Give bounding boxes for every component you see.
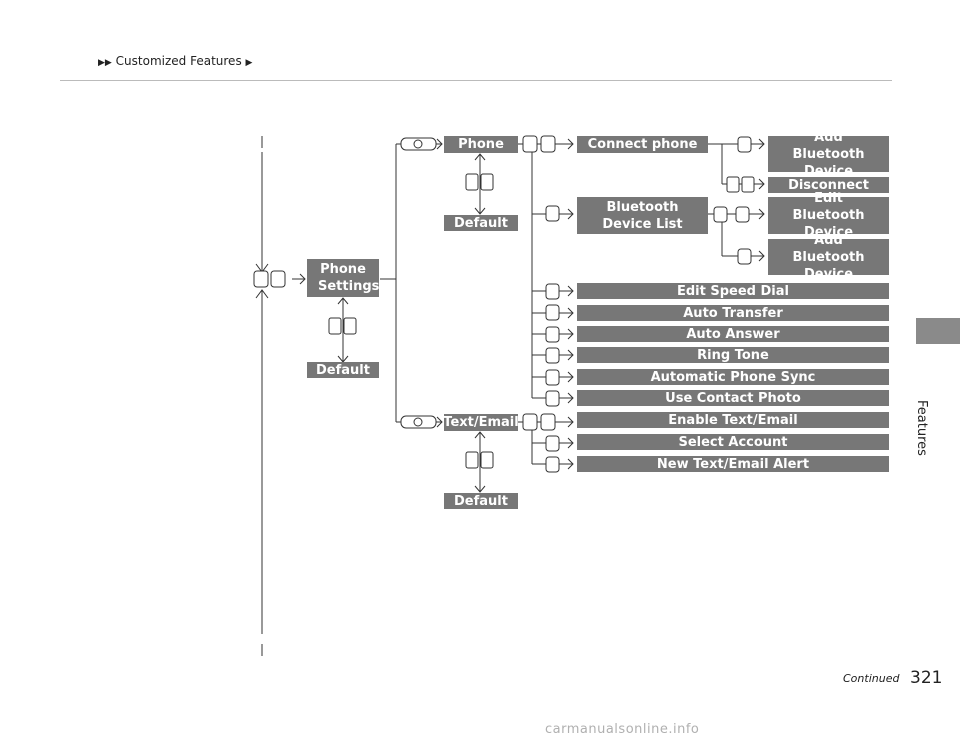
add-bluetooth-device-box-2: Add Bluetooth Device (768, 233, 889, 282)
menu-item-ring-tone: Ring Tone (577, 347, 889, 363)
phone-settings-label: Phone Settings (318, 262, 380, 294)
phone-box: Phone (444, 136, 518, 153)
updown-dial-icon (328, 317, 357, 335)
add-bluetooth-device-box: Add Bluetooth Device (768, 130, 889, 179)
connect-phone-box: Connect phone (577, 136, 708, 153)
menu-item-new-text-email-alert: New Text/Email Alert (577, 456, 889, 472)
phone-enter-icon (522, 135, 556, 153)
enter-icon (545, 136, 755, 473)
phone-enter-icon (522, 413, 556, 431)
menu-item-label: Automatic Phone Sync (650, 369, 816, 385)
menu-item-auto-answer: Auto Answer (577, 326, 889, 342)
phone-default-box: Default (444, 215, 518, 231)
updown-dial-icon (465, 451, 494, 469)
interface-dial-icon (400, 415, 437, 429)
edit-bluetooth-device-box: Edit Bluetooth Device (768, 191, 889, 240)
add-bluetooth-label: Add Bluetooth Device (792, 129, 865, 179)
bluetooth-device-list-box: Bluetooth Device List (577, 197, 708, 234)
default-label: Default (454, 493, 508, 509)
text-email-label: Text/Email (443, 415, 519, 430)
breadcrumb-title: Customized Features (115, 54, 242, 68)
header-divider (60, 80, 892, 81)
menu-item-enable-text-email: Enable Text/Email (577, 412, 889, 428)
text-email-default-box: Default (444, 493, 518, 509)
breadcrumb: ▶▶ Customized Features ▶ (98, 54, 252, 68)
breadcrumb-arrows: ▶▶ (98, 58, 112, 68)
menu-item-label: Auto Transfer (683, 305, 783, 321)
page-number: 321 (910, 668, 943, 688)
text-email-box: Text/Email (443, 414, 519, 431)
watermark: carmanualsonline.info (545, 722, 700, 737)
section-tab (916, 318, 960, 344)
disconnect-box: Disconnect (768, 177, 889, 193)
continued-label: Continued (843, 672, 900, 685)
menu-item-label: Enable Text/Email (668, 412, 798, 428)
phone-settings-box: Phone Settings (307, 259, 379, 297)
menu-item-label: Ring Tone (697, 347, 769, 363)
interface-dial-icon (400, 137, 437, 151)
bluetooth-device-list-label: Bluetooth Device List (602, 199, 683, 232)
default-label: Default (316, 362, 370, 378)
menu-item-label: Use Contact Photo (665, 390, 801, 406)
menu-item-edit-speed-dial: Edit Speed Dial (577, 283, 889, 299)
menu-item-select-account: Select Account (577, 434, 889, 450)
default-label: Default (454, 215, 508, 231)
menu-item-label: Auto Answer (686, 326, 780, 342)
updown-dial-icon (465, 173, 494, 191)
menu-item-auto-transfer: Auto Transfer (577, 305, 889, 321)
connect-phone-label: Connect phone (587, 137, 698, 152)
edit-bluetooth-label: Edit Bluetooth Device (792, 191, 865, 240)
menu-item-automatic-phone-sync: Automatic Phone Sync (577, 369, 889, 385)
disconnect-label: Disconnect (788, 177, 869, 193)
add-bluetooth-label: Add Bluetooth Device (792, 232, 865, 282)
phone-settings-default-box: Default (307, 362, 379, 378)
home-phone-icon (253, 270, 286, 288)
menu-item-use-contact-photo: Use Contact Photo (577, 390, 889, 406)
menu-item-label: Select Account (678, 434, 788, 450)
menu-item-label: New Text/Email Alert (656, 456, 810, 472)
phone-label: Phone (458, 137, 504, 152)
breadcrumb-end-arrow-icon: ▶ (245, 58, 253, 68)
menu-item-label: Edit Speed Dial (677, 283, 789, 299)
